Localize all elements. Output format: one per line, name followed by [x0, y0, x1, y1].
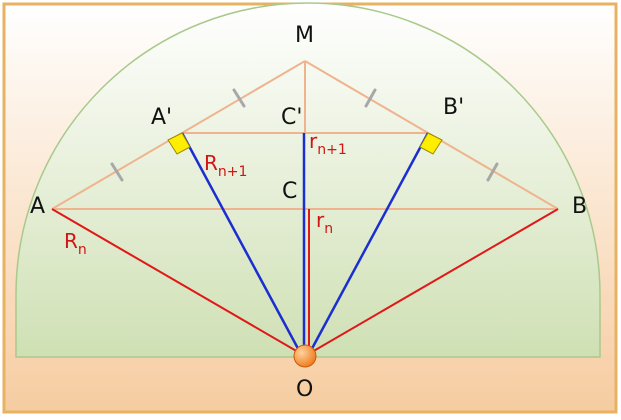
tick-mark-M-Bprime	[364, 88, 377, 108]
label-R-n: Rn	[64, 229, 87, 258]
label-R-n-plus-1: Rn+1	[204, 151, 247, 180]
label-A-prime: A'	[151, 105, 172, 130]
tick-mark-Aprime-M	[232, 88, 246, 108]
label-C: C	[282, 179, 297, 204]
line-A-O	[51, 208, 306, 357]
tick-mark-Bprime-B	[486, 162, 499, 182]
right-angle-marker-Bprime	[419, 132, 443, 155]
line-B-O	[304, 208, 559, 357]
label-r-n-plus-1: rn+1	[309, 129, 347, 158]
label-C-prime: C'	[281, 105, 302, 130]
label-M: M	[295, 23, 314, 48]
label-B-prime: B'	[443, 95, 464, 120]
label-r-n: rn	[316, 208, 333, 237]
label-O: O	[296, 377, 313, 402]
right-angle-marker-Aprime	[167, 132, 191, 155]
origin-point	[293, 344, 317, 368]
tick-mark-A-Aprime	[110, 162, 124, 182]
line-Aprime-O	[180, 132, 304, 357]
label-A: A	[30, 194, 45, 219]
line-Bprime-O	[306, 132, 430, 357]
label-B: B	[572, 194, 587, 219]
